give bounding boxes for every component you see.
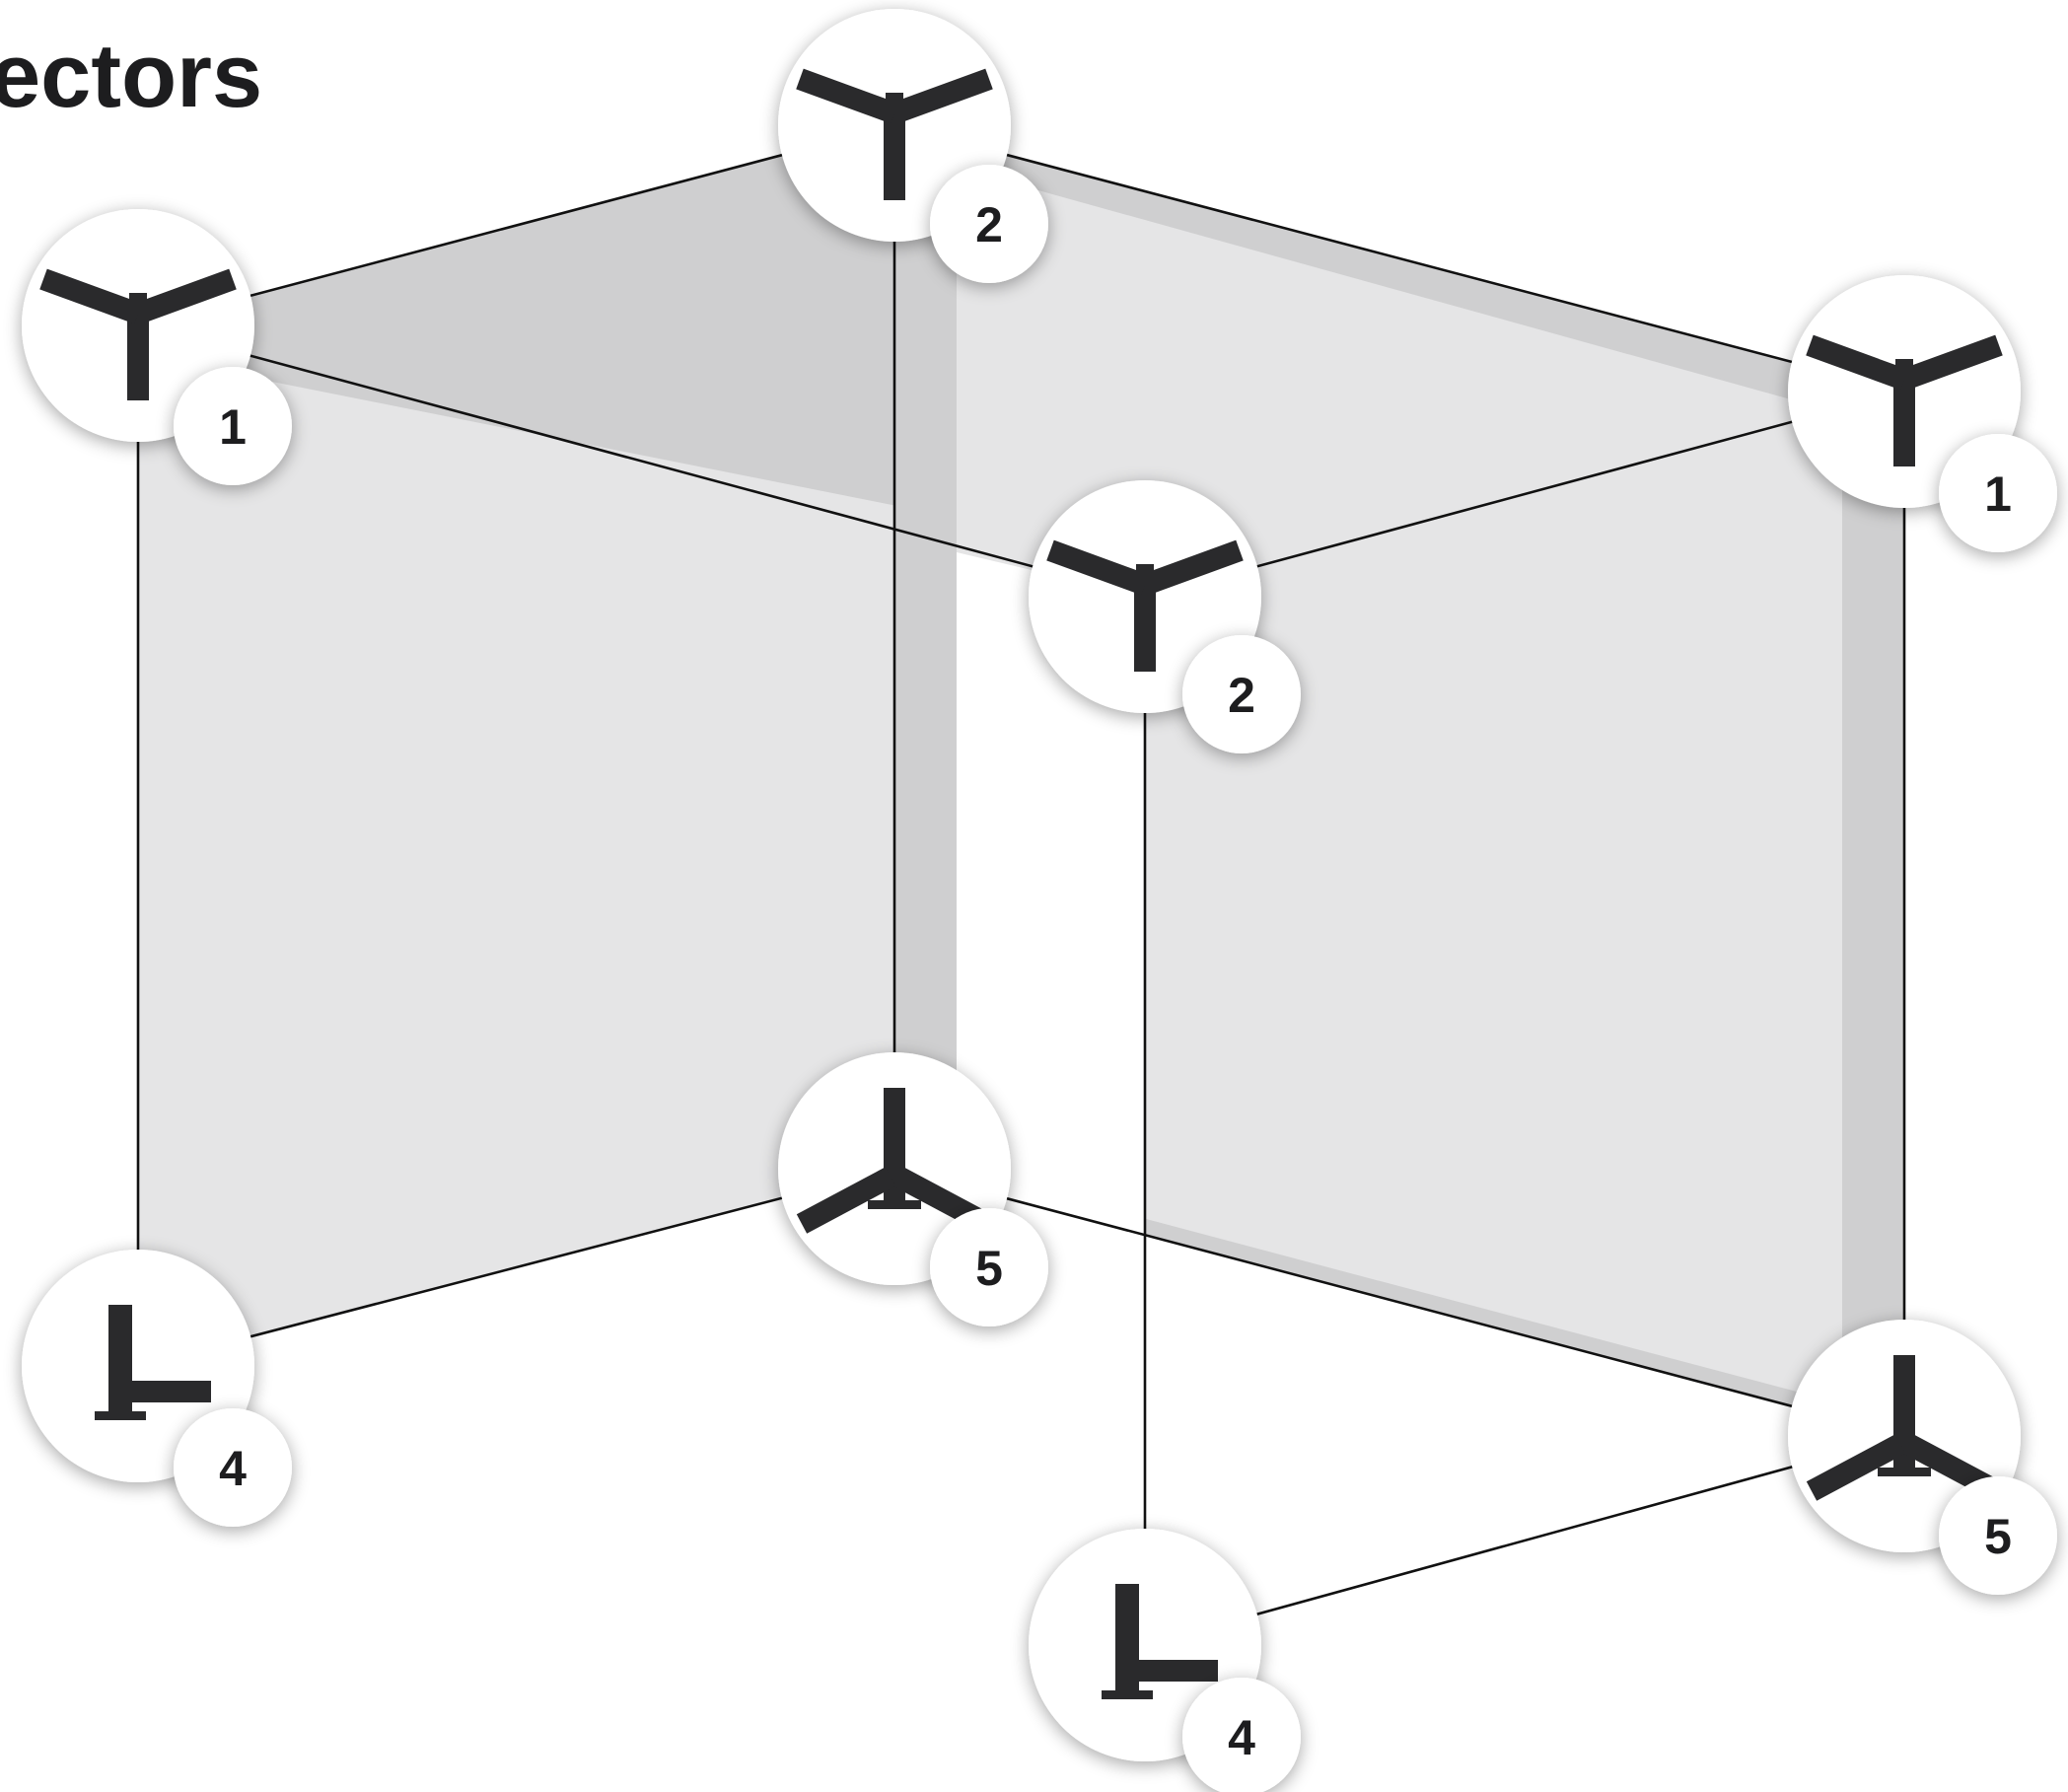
badge-disc [1939,434,2057,552]
connector-type-badge: 4 [174,1408,292,1527]
edge [1144,390,1905,599]
connector-type-badge: 2 [930,165,1048,283]
badge-disc [1182,1678,1301,1792]
connector-layer: 1 2 1 2 5 4 5 4 [22,9,2057,1792]
connector-type-number: 2 [1228,668,1255,723]
badge-disc [1939,1476,2057,1595]
badge-disc [1182,635,1301,753]
edge [893,123,1905,394]
diagram-heading: ectors [0,26,262,126]
badge-disc [174,1408,292,1527]
connector-top-right: 1 [1788,275,2057,552]
edge [137,1167,895,1368]
corner-l-connector-icon [1102,1584,1218,1699]
back-right-panel [894,125,1904,1436]
connector-type-number: 4 [219,1441,247,1496]
connector-type-number: 1 [219,399,247,455]
cube-edges [136,123,1906,1647]
back-edge-shadow-strip [894,125,957,1188]
badge-disc [174,367,292,485]
three-way-top-connector-icon [39,268,237,400]
connector-type-badge: 1 [174,367,292,485]
connector-type-badge: 5 [1939,1476,2057,1595]
edge [893,1167,1905,1438]
connector-type-badge: 2 [1182,635,1301,753]
connector-type-badge: 5 [930,1208,1048,1326]
badge-disc [930,1208,1048,1326]
edge [137,323,1146,599]
connector-top-back: 2 [778,9,1048,283]
edge [137,123,895,327]
connector-bottom-front: 4 [1029,1529,1301,1792]
connector-type-number: 1 [1984,466,2012,522]
cube-panels [138,125,1904,1645]
corner-l-connector-icon [95,1305,211,1420]
right-edge-shadow-strip [1842,392,1904,1436]
three-way-top-connector-icon [1046,539,1244,672]
top-shadow-panel [138,125,957,518]
connector-type-number: 2 [975,197,1003,252]
connector-type-number: 4 [1228,1710,1255,1765]
front-gap [957,552,1144,1645]
connector-bottom-right: 5 [1788,1320,2057,1595]
connector-bottom-left: 4 [22,1250,292,1527]
edge [1144,1434,1905,1647]
connector-bottom-back: 5 [778,1052,1048,1326]
connector-type-badge: 1 [1939,434,2057,552]
connector-type-number: 5 [975,1241,1003,1296]
connector-type-badge: 4 [1182,1678,1301,1792]
three-way-top-connector-icon [1806,334,2003,466]
top-back-shadow-strip [894,125,1904,414]
connector-top-left: 1 [22,209,292,485]
badge-disc [930,165,1048,283]
three-way-top-connector-icon [796,68,993,200]
connector-top-front: 2 [1029,480,1301,753]
connector-type-number: 5 [1984,1509,2012,1564]
